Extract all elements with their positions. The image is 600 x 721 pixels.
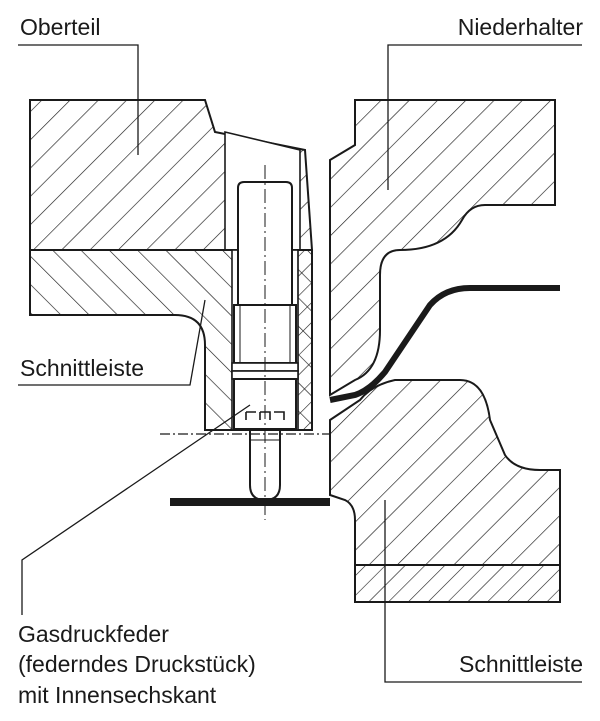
label-gasdruckfeder-line1: Gasdruckfeder: [18, 621, 169, 647]
label-schnittleiste-right: Schnittleiste: [459, 651, 583, 677]
leader-niederhalter: [387, 44, 582, 190]
leader-lines: [18, 44, 582, 683]
gas-spring: [231, 165, 299, 520]
label-schnittleiste-left: Schnittleiste: [20, 355, 144, 381]
leader-gasdruckfeder: [21, 404, 251, 615]
leader-oberteil: [18, 44, 139, 155]
sheet-strip: [170, 498, 330, 506]
leader-schnittleiste-left: [18, 299, 206, 386]
schnittleiste-right-part: [329, 379, 561, 603]
sheet-metal-bend: [329, 285, 560, 403]
label-niederhalter: Niederhalter: [458, 14, 584, 40]
label-oberteil: Oberteil: [20, 14, 101, 40]
label-gasdruckfeder-line2: (federndes Druckstück): [18, 651, 256, 677]
niederhalter-part: [329, 99, 556, 397]
label-gasdruckfeder-line3: mit Innensechskant: [18, 682, 217, 708]
leader-schnittleiste-right: [384, 500, 582, 683]
